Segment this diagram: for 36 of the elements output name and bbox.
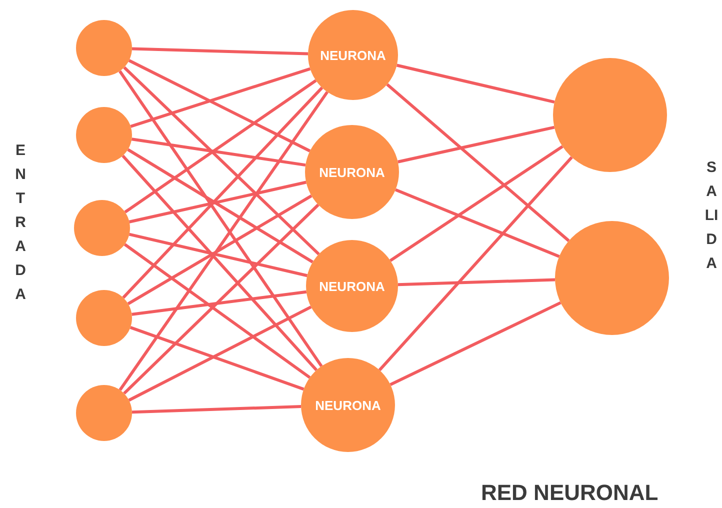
connection-line — [390, 145, 564, 262]
connection-line — [118, 70, 323, 368]
connection-line — [128, 59, 311, 152]
connection-line — [123, 66, 320, 256]
connection-line — [398, 126, 555, 164]
connection-line — [129, 180, 306, 224]
connection-line — [122, 86, 324, 299]
connection-line — [127, 148, 314, 264]
connection-line — [131, 138, 306, 167]
connection-line — [124, 243, 311, 379]
connection-line — [394, 188, 560, 258]
connection-line — [398, 278, 556, 286]
connection-line — [128, 306, 312, 402]
connection-line — [124, 79, 317, 214]
connection-line — [130, 326, 304, 391]
connection-line — [132, 290, 307, 316]
connection-line — [390, 301, 562, 386]
connection-line — [130, 67, 311, 128]
node-label: NEURONA — [320, 48, 386, 62]
diagram-title: RED NEURONAL — [481, 480, 658, 506]
connection-line — [127, 194, 312, 306]
vertical-label: SALIDA — [704, 158, 719, 274]
connection-line — [123, 204, 320, 395]
node-label: NEURONA — [315, 398, 381, 412]
connection-line — [396, 64, 555, 104]
connection-line — [386, 83, 570, 242]
connection-line — [132, 47, 308, 56]
connection-line — [122, 154, 318, 372]
connection-line — [378, 156, 573, 372]
node-label: NEURONA — [319, 164, 385, 180]
neuron-circle — [308, 10, 398, 100]
vertical-label: ENTRADA — [14, 141, 27, 305]
connection-line — [128, 232, 308, 278]
node-label: NEURONA — [319, 278, 385, 294]
connection-line — [132, 405, 302, 414]
connection-line — [118, 91, 329, 391]
